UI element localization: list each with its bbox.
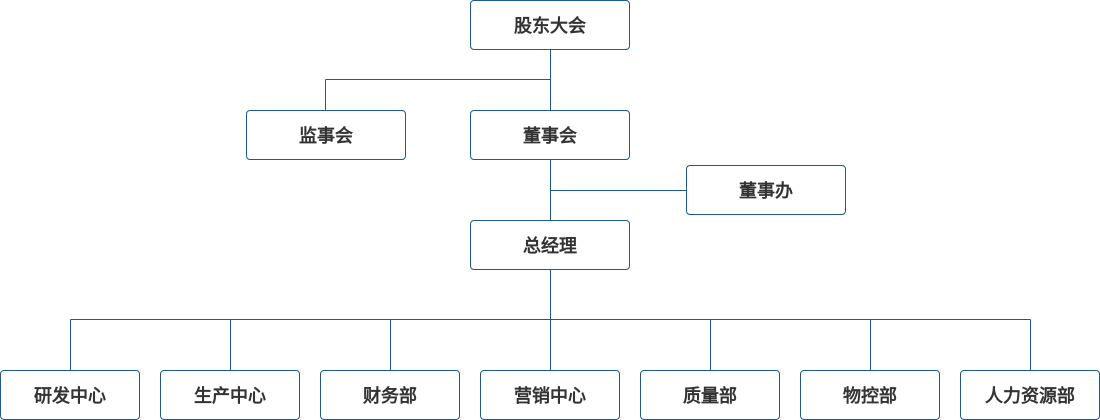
department-node-production-center: 生产中心 <box>160 370 300 420</box>
general-manager-node: 总经理 <box>470 220 630 270</box>
supervisory-board-node: 监事会 <box>246 110 406 160</box>
board-of-directors-node: 董事会 <box>470 110 630 160</box>
board-office-node: 董事办 <box>686 165 846 215</box>
department-node-marketing-center: 营销中心 <box>480 370 620 420</box>
shareholders-meeting-node: 股东大会 <box>470 0 630 50</box>
department-node-rd-center: 研发中心 <box>0 370 140 420</box>
department-node-materials-control: 物控部 <box>800 370 940 420</box>
department-node-finance: 财务部 <box>320 370 460 420</box>
department-node-quality: 质量部 <box>640 370 780 420</box>
department-node-human-resources: 人力资源部 <box>960 370 1100 420</box>
